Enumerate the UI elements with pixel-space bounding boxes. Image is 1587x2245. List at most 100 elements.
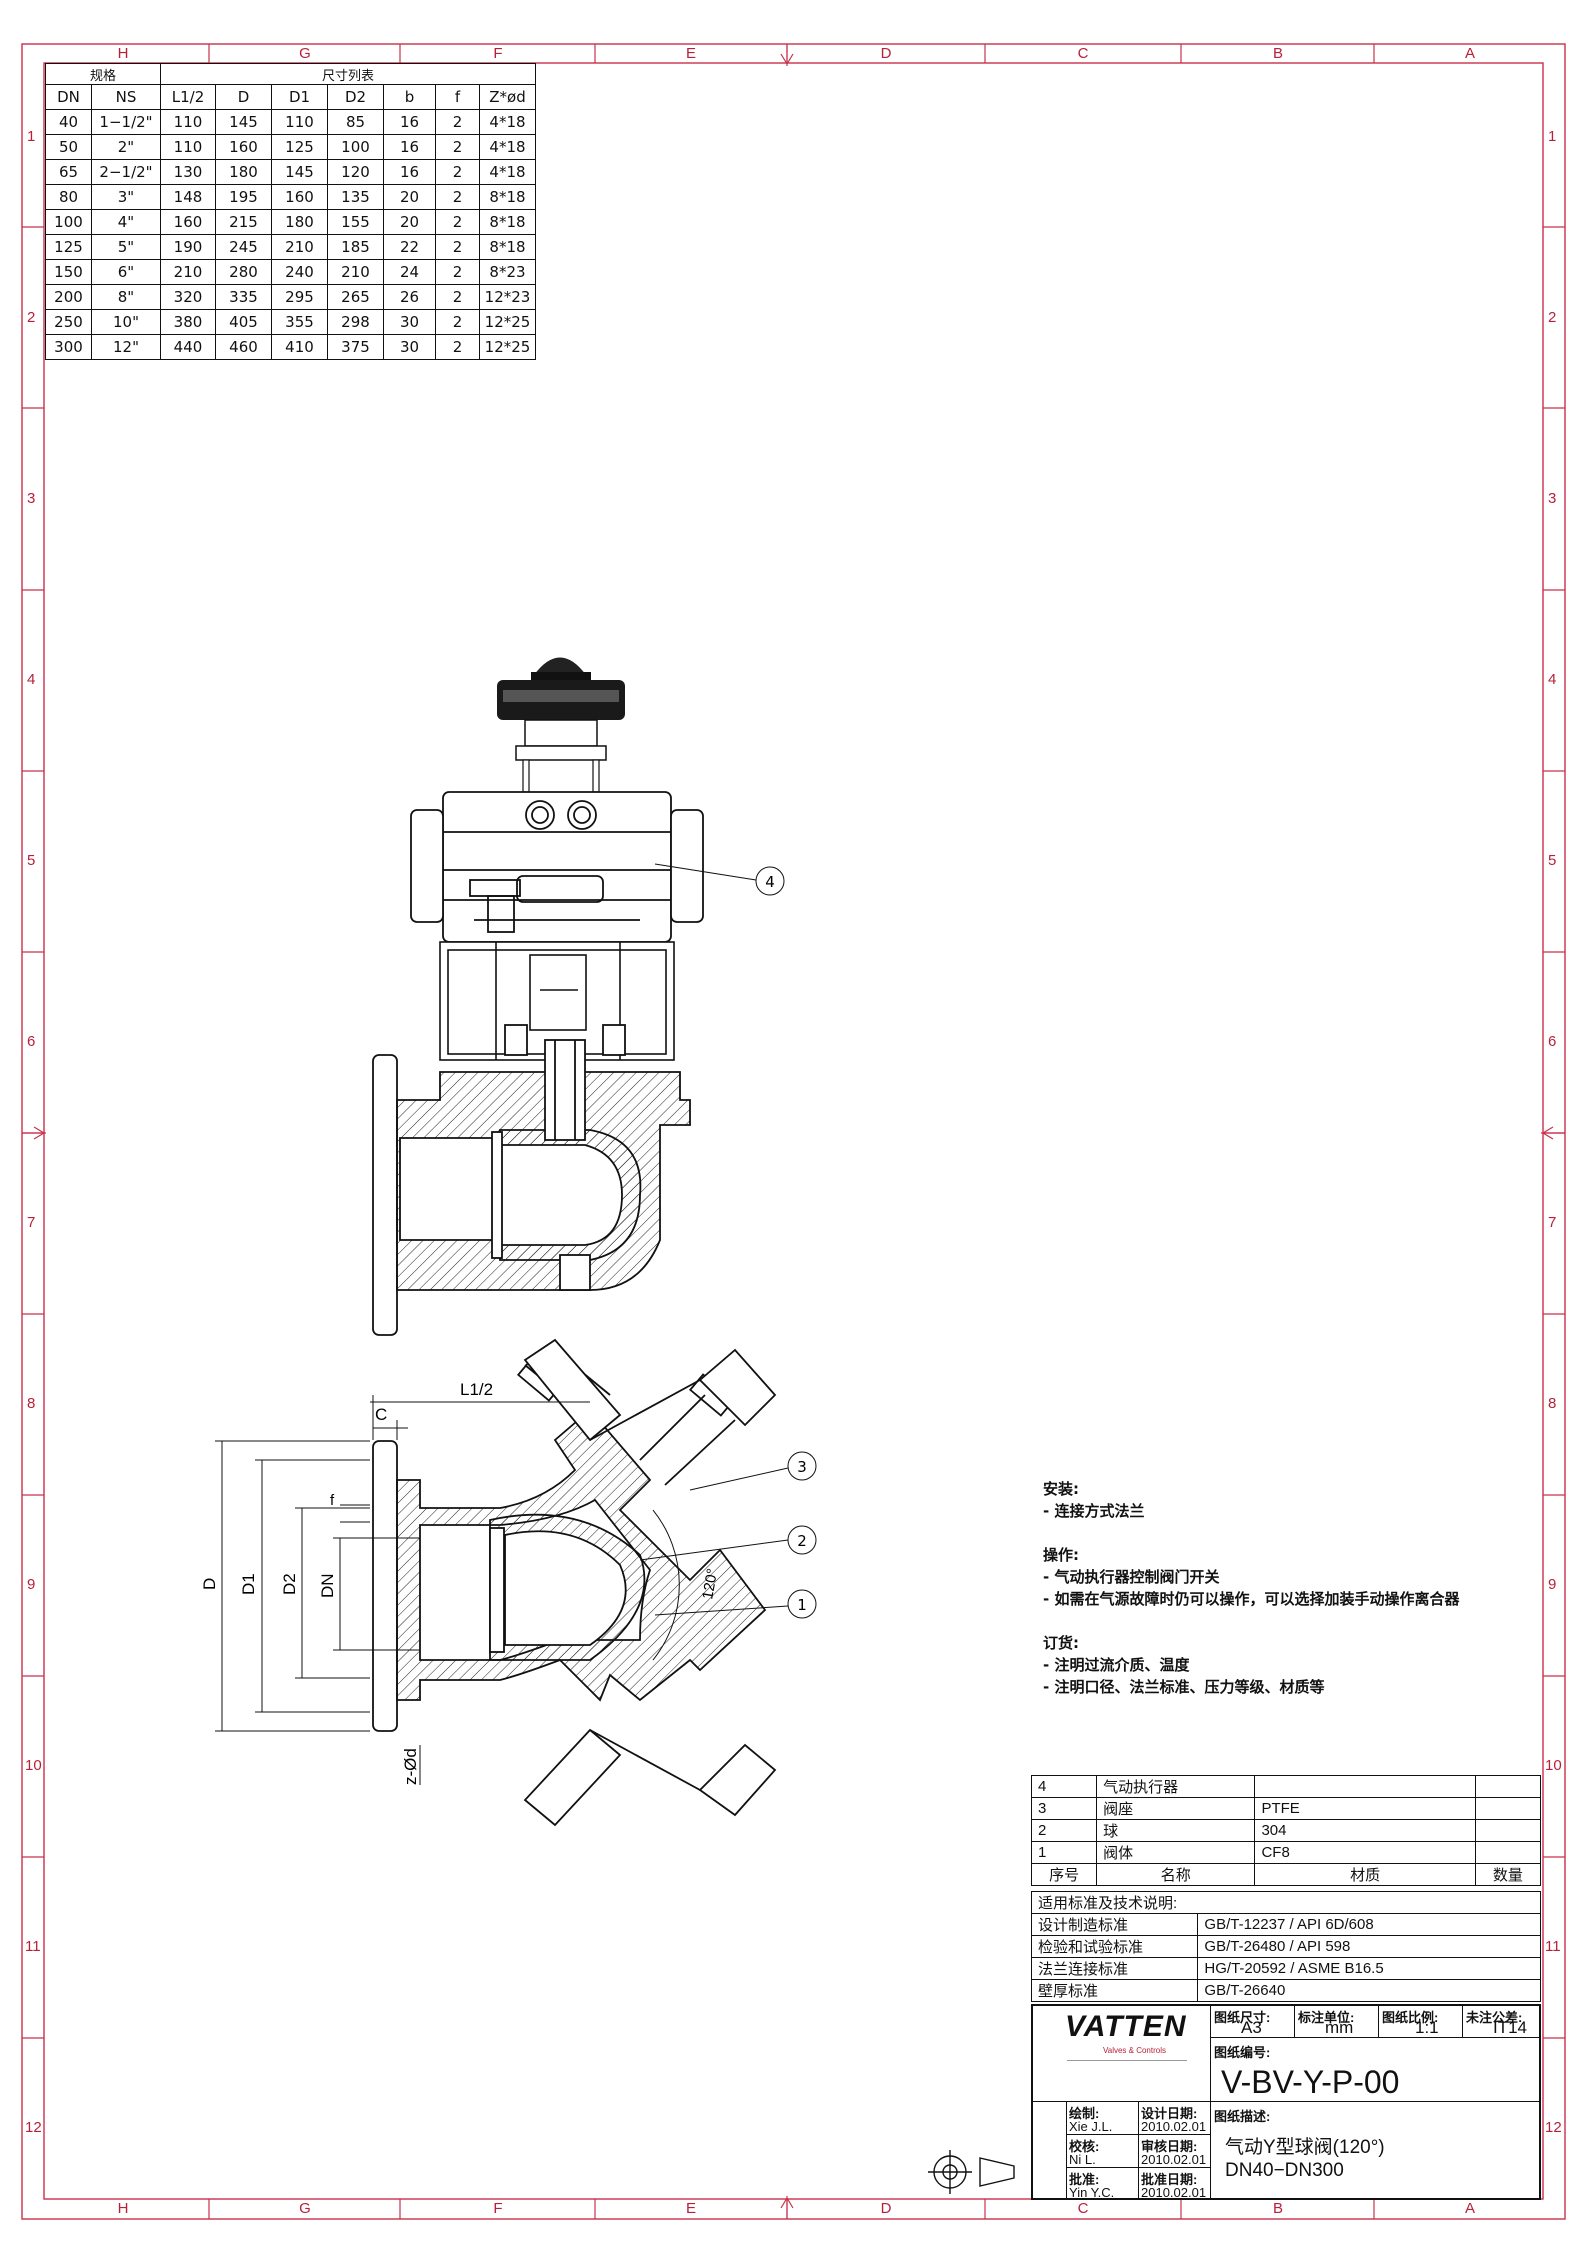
dim-cell: 16 xyxy=(383,159,436,185)
standards-cell: 设计制造标准 xyxy=(1030,1913,1199,1936)
dim-cell: 8*23 xyxy=(479,259,536,285)
dim-cell: 410 xyxy=(271,334,328,360)
dim-cell: 245 xyxy=(215,234,272,260)
dim-cell: 110 xyxy=(271,109,328,135)
dim-cell: 210 xyxy=(271,234,328,260)
size-label: 图纸尺寸: xyxy=(1214,2010,1271,2025)
parts-cell: CF8 xyxy=(1254,1841,1476,1864)
review-date: 2010.02.01 xyxy=(1141,2152,1207,2167)
note-order-1: - 注明过流介质、温度 xyxy=(1043,1656,1190,1674)
dim-cell: 300 xyxy=(45,334,92,360)
dim-cell: 440 xyxy=(160,334,216,360)
dim-cell: 50 xyxy=(45,134,92,160)
notes-block: 安装: - 连接方式法兰 操作: - 气动执行器控制阀门开关 - 如需在气源故障… xyxy=(1043,1478,1503,1720)
parts-header: 数量 xyxy=(1474,1863,1542,1886)
dim-dn: DN xyxy=(318,1573,337,1598)
parts-cell: 气动执行器 xyxy=(1096,1775,1256,1798)
zone-row-5-right: 5 xyxy=(1548,852,1557,869)
dim-cell: 2−1/2" xyxy=(91,159,161,185)
dim-cell: 375 xyxy=(327,334,384,360)
drawn-label: 绘制: xyxy=(1069,2106,1100,2121)
dim-c: C xyxy=(375,1405,387,1424)
scale-value: 1:1 xyxy=(1415,2018,1439,2037)
angle-arc xyxy=(652,1509,680,1661)
unit-label: 标注单位: xyxy=(1298,2010,1355,2025)
dim-cell: 130 xyxy=(160,159,216,185)
parts-cell xyxy=(1474,1841,1542,1864)
balloon-leaders xyxy=(639,1451,817,1619)
logo-cell: VATTEN Valves & Controls xyxy=(1033,2006,1211,2102)
dim-cell: 26 xyxy=(383,284,436,310)
zone-row-12-right: 12 xyxy=(1545,2119,1562,2136)
scale-cell: 图纸比例: 1:1 xyxy=(1379,2006,1463,2038)
dim-l1-2: L1/2 xyxy=(460,1380,493,1399)
parts-cell: 阀座 xyxy=(1096,1797,1256,1820)
check-cell: 校核: Ni L. xyxy=(1067,2135,1139,2168)
parts-cell xyxy=(1254,1775,1476,1798)
number-cell: 图纸编号: V-BV-Y-P-00 xyxy=(1211,2038,1541,2102)
balloon-4-leader xyxy=(654,863,785,896)
dimension-lines xyxy=(215,1395,590,1785)
dim-cell: 355 xyxy=(271,309,328,335)
dim-cell: 24 xyxy=(383,259,436,285)
approve-date-label: 批准日期: xyxy=(1141,2172,1198,2187)
zone-row-4: 4 xyxy=(27,671,36,688)
balloon-4-label: 4 xyxy=(765,873,775,891)
note-operate-2: - 如需在气源故障时仍可以操作，可以选择加装手动操作离合器 xyxy=(1043,1590,1460,1608)
zone-col-a-bottom: A xyxy=(1464,2200,1475,2217)
dim-cell: 8*18 xyxy=(479,184,536,210)
note-install-1: - 连接方式法兰 xyxy=(1043,1502,1145,1520)
dim-zd: z-Ød xyxy=(401,1748,420,1785)
valve-body-section xyxy=(372,1024,691,1336)
zone-col-e-bottom: E xyxy=(685,2200,696,2217)
zone-row-9-right: 9 xyxy=(1548,1576,1557,1593)
projection-symbol-icon xyxy=(928,2150,1015,2194)
review-date-label: 审核日期: xyxy=(1141,2139,1198,2154)
tolerance-cell: 未注公差: IT14 xyxy=(1463,2006,1541,2038)
zone-row-8-right: 8 xyxy=(1548,1395,1557,1412)
approve-name: Yin Y.C. xyxy=(1069,2185,1115,2200)
dim-cell: 4*18 xyxy=(479,109,536,135)
size-cell: 图纸尺寸: A3 xyxy=(1211,2006,1295,2038)
check-name: Ni L. xyxy=(1069,2152,1096,2167)
unit-cell: 标注单位: mm xyxy=(1295,2006,1379,2038)
zone-row-10-right: 10 xyxy=(1545,1757,1562,1774)
dim-cell: 4*18 xyxy=(479,134,536,160)
dim-cell: 110 xyxy=(160,109,216,135)
description-line-2: DN40−DN300 xyxy=(1225,2160,1344,2181)
dim-d1: D1 xyxy=(239,1573,258,1595)
pneumatic-actuator xyxy=(410,791,704,943)
parts-cell: 阀体 xyxy=(1096,1841,1256,1864)
zone-row-11-right: 11 xyxy=(1545,1938,1561,1955)
dim-cell: 16 xyxy=(383,109,436,135)
zone-col-h: H xyxy=(117,45,129,62)
dim-cell: 12*25 xyxy=(479,309,536,335)
drawn-name: Xie J.L. xyxy=(1069,2119,1113,2134)
dim-cell: 110 xyxy=(160,134,216,160)
dim-cell: 145 xyxy=(271,159,328,185)
zone-row-2-right: 2 xyxy=(1548,309,1557,326)
zone-col-d: D xyxy=(880,45,892,62)
zone-col-f-bottom: F xyxy=(493,2200,503,2217)
zone-row-6: 6 xyxy=(27,1033,36,1050)
design-date: 2010.02.01 xyxy=(1141,2119,1207,2134)
dim-cell: 280 xyxy=(215,259,272,285)
dim-cell: 2 xyxy=(435,184,480,210)
zone-row-7: 7 xyxy=(27,1214,36,1231)
dim-cell: 4*18 xyxy=(479,159,536,185)
company-logo-sub: Valves & Controls xyxy=(1103,2046,1166,2055)
dim-cell: 160 xyxy=(271,184,328,210)
dim-cell: 240 xyxy=(271,259,328,285)
